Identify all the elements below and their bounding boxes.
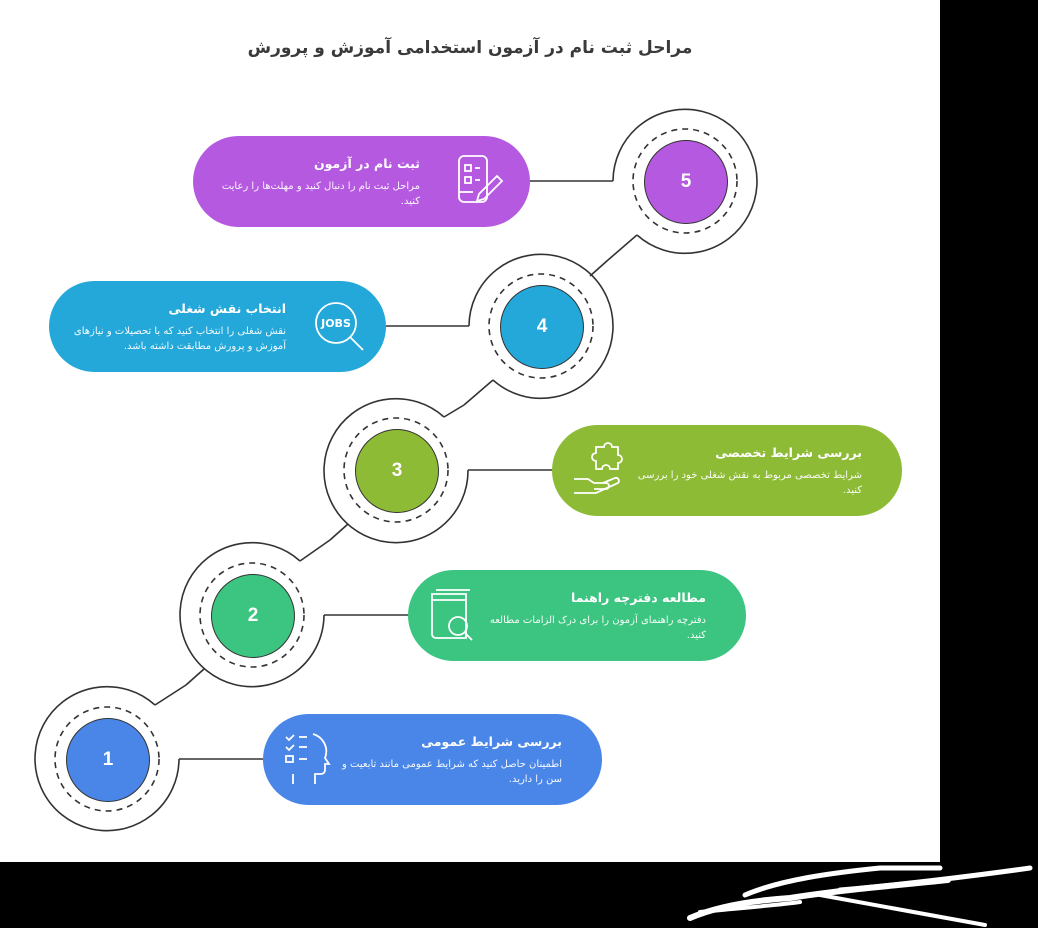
step-3-heading: بررسی شرایط تخصصی (715, 445, 862, 460)
step-3-number: 3 (355, 429, 439, 513)
step-1-card: بررسی شرایط عمومی اطمینان حاصل کنید که ش… (263, 714, 602, 805)
step-5-heading: ثبت نام در آزمون (314, 156, 420, 171)
step-5-card: ثبت نام در آزمون مراحل ثبت نام را دنبال … (193, 136, 530, 227)
form-pencil-icon (458, 155, 504, 203)
svg-text:JOBS: JOBS (320, 317, 351, 330)
step-5-number: 5 (644, 140, 728, 224)
step-4-description: نقش شغلی را انتخاب کنید که با تحصیلات و … (73, 326, 286, 352)
jobs-search-icon: JOBS (315, 302, 364, 351)
step-2-number: 2 (211, 574, 295, 658)
book-search-icon (431, 589, 473, 641)
step-1-number: 1 (66, 718, 150, 802)
step-3-description: شرایط تخصصی مربوط به نقش شغلی خود را برر… (637, 470, 862, 496)
step-2-description: دفترچه راهنمای آزمون را برای درک الزامات… (489, 615, 706, 641)
step-4-number: 4 (500, 285, 584, 369)
step-3-card: بررسی شرایط تخصصی شرایط تخصصی مربوط به ن… (552, 425, 902, 516)
diagram-title: مراحل ثبت نام در آزمون استخدامی آموزش و … (247, 38, 693, 58)
step-2-heading: مطالعه دفترچه راهنما (570, 590, 706, 605)
step-2-card: مطالعه دفترچه راهنما دفترچه راهنمای آزمو… (408, 570, 746, 661)
step-1-description: اطمینان حاصل کنید که شرایط عمومی مانند ت… (342, 759, 562, 785)
connector-lines (34, 108, 758, 832)
step-1-heading: بررسی شرایط عمومی (421, 734, 562, 749)
step-4-card: JOBS انتخاب نقش شغلی نقش شغلی را انتخاب … (49, 281, 386, 372)
step-4-heading: انتخاب نقش شغلی (168, 301, 286, 316)
puzzle-hand-icon (574, 442, 623, 494)
step-5-description: مراحل ثبت نام را دنبال کنید و مهلت‌ها را… (221, 181, 420, 207)
checklist-head-icon (285, 733, 331, 784)
